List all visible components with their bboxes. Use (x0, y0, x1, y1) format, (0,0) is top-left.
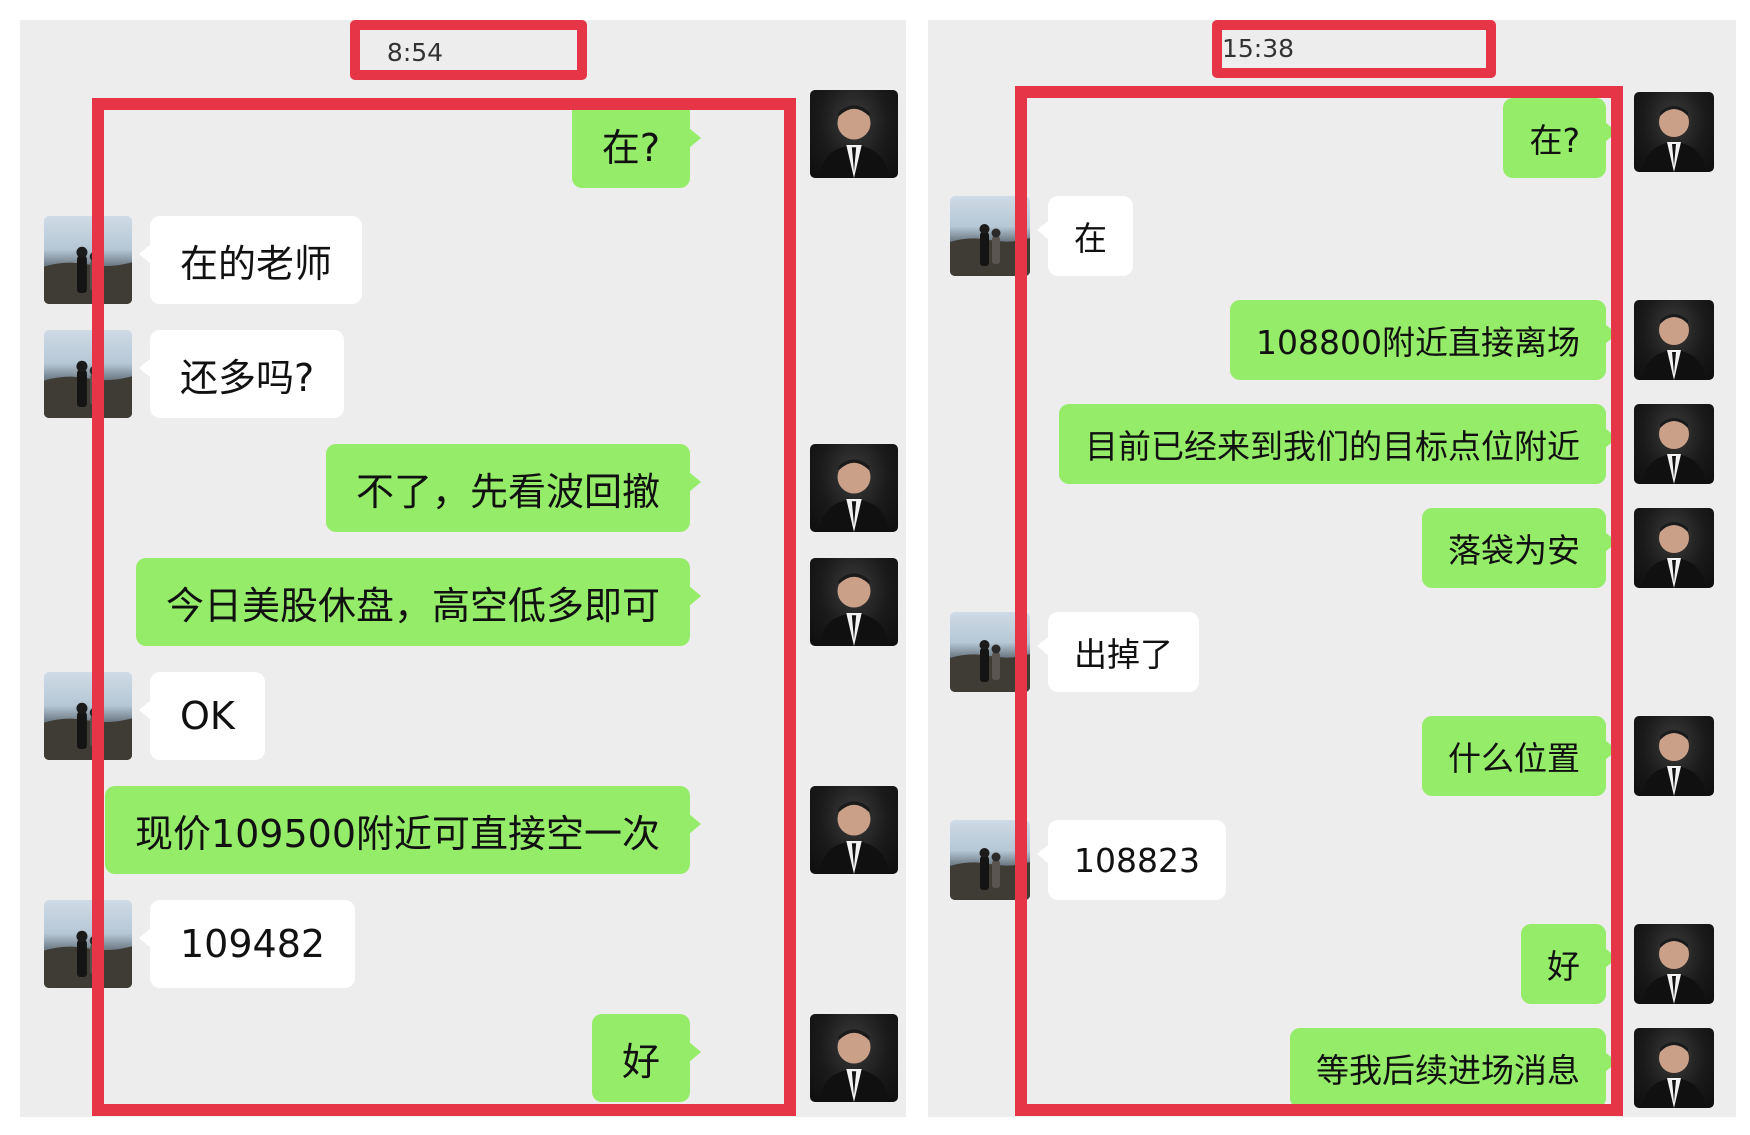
self-avatar-icon[interactable] (810, 90, 898, 178)
left-timestamp: 8:54 (386, 38, 444, 67)
left-message-2[interactable]: 在的老师 (138, 216, 363, 304)
self-avatar-icon[interactable] (810, 558, 898, 646)
left-message-7[interactable]: 现价109500附近可直接空一次 (104, 786, 702, 874)
self-avatar-icon[interactable] (1634, 508, 1714, 588)
left-message-6[interactable]: OK (139, 672, 265, 760)
self-avatar-icon[interactable] (1634, 92, 1714, 172)
right-message-10[interactable]: 等我后续进场消息 (1290, 1028, 1617, 1108)
self-avatar-icon[interactable] (1634, 404, 1714, 484)
self-avatar-icon[interactable] (810, 786, 898, 874)
right-timestamp-highlight-box (1212, 20, 1496, 78)
left-chat-highlight-box (92, 98, 796, 1116)
right-message-7[interactable]: 什么位置 (1422, 716, 1617, 796)
right-message-6[interactable]: 出掉了 (1037, 612, 1199, 692)
right-message-5[interactable]: 落袋为安 (1422, 508, 1617, 588)
right-message-3[interactable]: 108800附近直接离场 (1230, 300, 1617, 380)
left-message-8[interactable]: 109482 (138, 900, 356, 988)
left-message-5[interactable]: 今日美股休盘，高空低多即可 (135, 558, 702, 646)
self-avatar-icon[interactable] (810, 1014, 898, 1102)
peer-avatar-icon[interactable] (44, 216, 132, 304)
self-avatar-icon[interactable] (1634, 716, 1714, 796)
right-message-1[interactable]: 在? (1503, 98, 1617, 178)
right-message-9[interactable]: 好 (1521, 924, 1617, 1004)
left-timestamp-highlight-box (350, 20, 587, 80)
right-message-2[interactable]: 在 (1037, 196, 1133, 276)
right-message-4[interactable]: 目前已经来到我们的目标点位附近 (1059, 404, 1617, 484)
left-message-3[interactable]: 还多吗? (138, 330, 345, 418)
left-message-4[interactable]: 不了，先看波回撤 (325, 444, 702, 532)
self-avatar-icon[interactable] (1634, 1028, 1714, 1108)
right-chat-panel: 15:38 在? 在 108800附近直接离场 目前已经来到我们的目标点位附近 … (928, 20, 1736, 1117)
right-chat-highlight-box (1015, 86, 1623, 1116)
left-message-1[interactable]: 在? (571, 100, 702, 188)
self-avatar-icon[interactable] (1634, 300, 1714, 380)
self-avatar-icon[interactable] (1634, 924, 1714, 1004)
left-message-9[interactable]: 好 (591, 1014, 702, 1102)
right-timestamp: 15:38 (1221, 34, 1295, 63)
right-message-8[interactable]: 108823 (1037, 820, 1226, 900)
self-avatar-icon[interactable] (810, 444, 898, 532)
